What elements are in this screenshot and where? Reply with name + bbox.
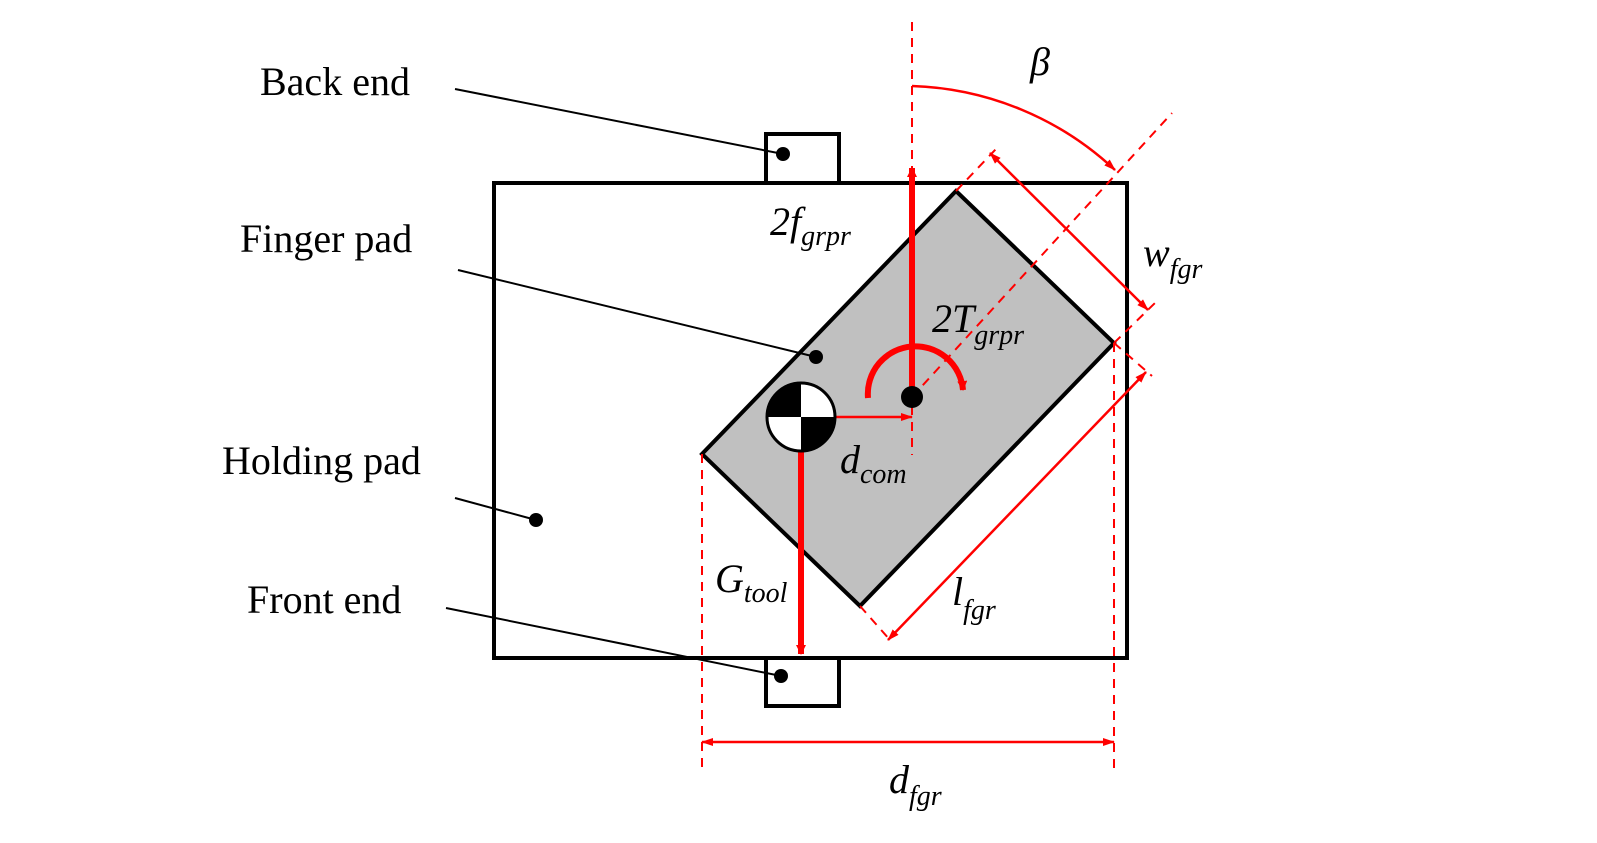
holding-pad-dot [529,513,543,527]
wfgr-ext-bottom [1113,301,1157,344]
beta-symbol: β [1029,39,1050,84]
tool-gravity-label: Gtool [715,556,788,609]
finger-length-label: lfgr [952,569,996,626]
wfgr-dimension [989,152,1149,311]
finger-width-label: wfgr [1143,230,1202,285]
grip-torque-sub: grpr [974,320,1024,351]
finger-width-sub: fgr [1170,254,1203,285]
front-end-tab [764,658,841,708]
grip-center-dot [901,386,923,408]
front-end-leader [445,607,782,677]
com-distance-label: dcom [840,437,907,490]
lfgr-ext-top [1113,342,1153,377]
center-of-mass-icon [765,381,837,453]
com-distance-sub: com [860,459,907,490]
finger-distance-sub: fgr [909,781,942,812]
grip-torque-arrow [864,343,968,399]
tool-gravity-sub: tool [744,578,788,609]
grip-force-label: 2fgrpr [770,199,851,252]
finger-pad-label: Finger pad [240,216,412,261]
dimension-lines [701,84,1149,746]
grip-torque-main: 2T [932,296,977,341]
lfgr-ext-bottom [859,605,891,641]
front-end-label: Front end [247,577,401,622]
tool-gravity-main: G [715,556,744,601]
finger-length-sub: fgr [963,595,996,626]
finger-distance-label: dfgr [889,757,942,812]
grip-force-main: 2f [770,199,806,244]
back-end-label: Back end [260,59,410,104]
back-end-dot [776,147,790,161]
holding-pad-leader [454,497,537,521]
lfgr-dimension [887,371,1147,641]
finger-width-main: w [1143,230,1170,275]
finger-pad-dot [809,350,823,364]
front-end-dot [774,669,788,683]
back-end-leader [454,88,784,155]
com-distance-main: d [840,437,861,482]
holding-pad-label: Holding pad [222,438,421,483]
finger-length-main: l [952,569,963,614]
finger-distance-main: d [889,757,910,802]
finger-pad-leader [457,269,817,358]
grip-force-sub: grpr [801,221,851,252]
back-end-tab [764,132,841,183]
grip-torque-label: 2Tgrpr [932,296,1024,351]
beta-arc [911,84,1116,171]
leader-lines [445,88,817,677]
